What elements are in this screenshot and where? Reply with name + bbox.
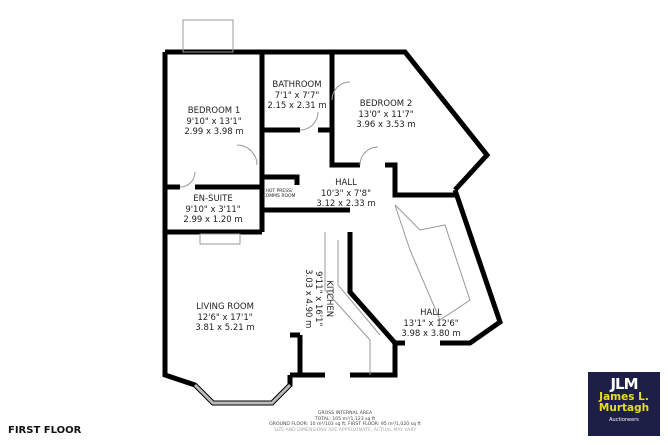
room-dim-metric: 3.98 x 3.80 m: [401, 329, 461, 339]
room-bathroom: BATHROOM 7'1" x 7'7" 2.15 x 2.31 m: [267, 80, 326, 112]
room-name: KITCHEN: [323, 280, 334, 318]
room-name: EN-SUITE: [193, 194, 233, 204]
stairs: [394, 204, 471, 321]
room-dim-imperial: 9'11" x 16'1": [313, 271, 324, 327]
room-dim-imperial: 7'1" x 7'7": [274, 90, 320, 101]
room-name: HALL: [335, 178, 357, 188]
room-dim-imperial: 9'10" x 3'11": [185, 204, 241, 215]
logo-line1: James L.: [599, 391, 649, 403]
wall-stair-hall: [347, 189, 503, 346]
room-dim-metric: 3.81 x 5.21 m: [195, 323, 255, 333]
room-hall-upper: HALL 10'3" x 7'8" 3.12 x 2.33 m: [316, 178, 375, 210]
room-name: BATHROOM: [272, 80, 322, 90]
room-dim-imperial: 10'3" x 7'8": [321, 188, 371, 199]
bay-window: [193, 383, 292, 405]
room-name: BEDROOM 1: [187, 106, 241, 116]
wall-ensuite: [165, 184, 262, 235]
area-disclaimer: SIZE AND DIMENSIONS ARE APPROXIMATE, ACT…: [273, 427, 417, 433]
room-name: LIVING ROOM: [196, 302, 254, 312]
area-summary: GROSS INTERNAL AREA TOTAL: 105 m²/1,123 …: [269, 411, 421, 433]
room-dim-imperial: 13'1" x 12'6": [403, 318, 459, 329]
room-dim-metric: 2.15 x 2.31 m: [267, 101, 327, 111]
room-name: BEDROOM 2: [359, 99, 413, 109]
room-ensuite: EN-SUITE 9'10" x 3'11" 2.99 x 1.20 m: [183, 194, 242, 226]
room-dim-metric: 3.03 x 4.90 m: [302, 269, 313, 329]
area-breakdown: GROUND FLOOR: 10 m²/103 sq ft, FIRST FLO…: [269, 422, 421, 428]
wall-kitchen-bottom: [300, 343, 398, 378]
kitchen-counter: [324, 232, 381, 375]
room-dim-metric: 3.12 x 2.33 m: [316, 199, 376, 209]
room-living: LIVING ROOM 12'6" x 17'1" 3.81 x 5.21 m: [195, 302, 254, 334]
balcony-door: [182, 19, 234, 53]
room-name: HALL: [420, 308, 442, 318]
wall-hotpress: [259, 150, 350, 232]
room-hall-lower: HALL 13'1" x 12'6" 3.98 x 3.80 m: [401, 308, 460, 340]
room-bedroom2: BEDROOM 2 13'0" x 11'7" 3.96 x 3.53 m: [356, 99, 415, 131]
room-name-2: COMMS ROOM: [262, 194, 296, 199]
agency-logo: JLM James L. Murtagh Auctioneers: [588, 372, 660, 436]
logo-line2: Murtagh: [598, 402, 650, 414]
room-dim-metric: 2.99 x 3.98 m: [184, 127, 244, 137]
wall-bathroom: [262, 52, 455, 198]
fireplace: [199, 233, 241, 245]
logo-tagline: Auctioneers: [609, 417, 639, 423]
room-dim-metric: 2.99 x 1.20 m: [183, 215, 243, 225]
room-name: HOT PRESS/: [265, 189, 293, 194]
door-swing: [179, 81, 379, 188]
room-dim-imperial: 12'6" x 17'1": [197, 312, 253, 323]
floor-label: FIRST FLOOR: [8, 425, 82, 436]
area-title: GROSS INTERNAL AREA: [317, 411, 373, 416]
room-kitchen: KITCHEN 9'11" x 16'1" 3.03 x 4.90 m: [302, 269, 334, 328]
logo-monogram: JLM: [610, 375, 638, 393]
room-dim-imperial: 9'10" x 13'1": [186, 116, 242, 127]
area-total: TOTAL: 105 m²/1,123 sq ft: [314, 416, 376, 422]
room-dim-imperial: 13'0" x 11'7": [358, 109, 414, 120]
room-hot-press: HOT PRESS/ COMMS ROOM: [263, 189, 296, 199]
room-bedroom1: BEDROOM 1 9'10" x 13'1" 2.99 x 3.98 m: [184, 106, 243, 138]
room-dim-metric: 3.96 x 3.53 m: [356, 120, 416, 130]
